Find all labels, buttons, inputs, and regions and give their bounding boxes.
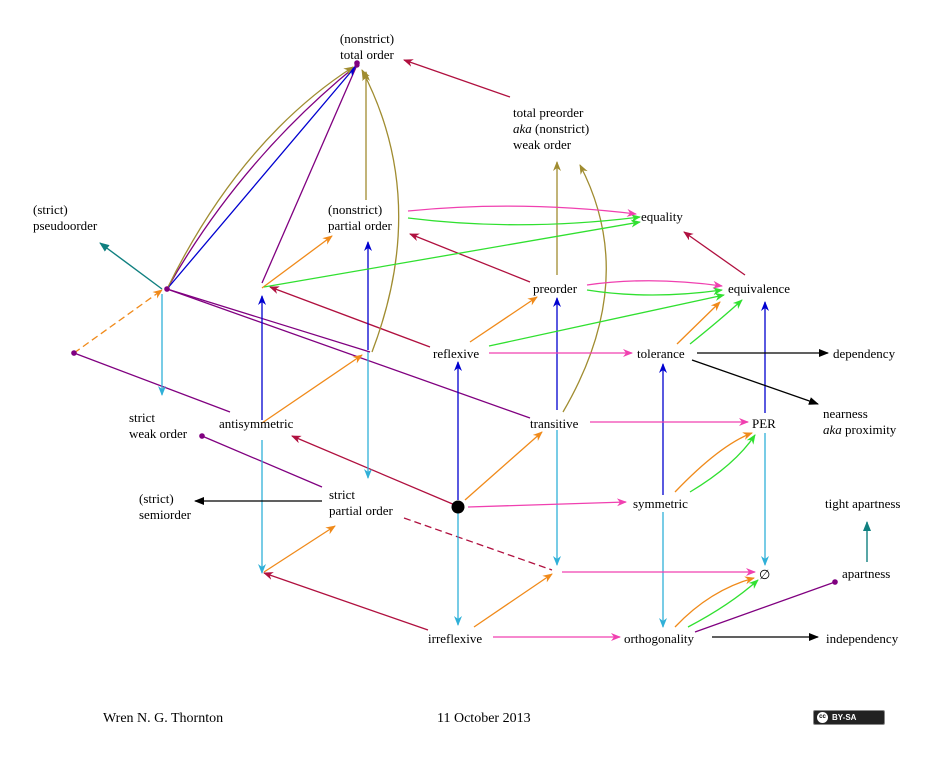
node-strict-weak-order: strict weak order (129, 410, 188, 441)
footer-date: 11 October 2013 (437, 711, 531, 726)
edge-pseudoorder-total-order-olive (166, 66, 354, 290)
edge-pink-center-symmetric (467, 498, 627, 508)
node-antisymmetric: antisymmetric (219, 416, 294, 431)
edge-center-antisymmetric (291, 435, 456, 506)
node-nearness: nearness aka proximity (823, 406, 897, 437)
license-text: BY-SA (832, 713, 857, 722)
edge-orange-lower-left (263, 525, 336, 573)
edge-teal-pseudoorder (99, 242, 163, 290)
edge-orange-ortho-empty (674, 576, 755, 628)
edge-orange-symmetric-per (674, 432, 753, 493)
footer-author: Wren N. G. Thornton (103, 711, 224, 726)
node-equality: equality (641, 209, 683, 224)
edge-equivalence-equality (683, 231, 746, 276)
node-transitive: transitive (530, 416, 579, 431)
node-independency: independency (826, 631, 899, 646)
edge-cyan-total-order-olive (361, 69, 400, 353)
edge-green-symmetric-per (689, 434, 756, 493)
node-tolerance: tolerance (637, 346, 685, 361)
node-symmetric: symmetric (633, 496, 688, 511)
node-preorder: preorder (533, 281, 578, 296)
edge-left-dot-reflexive (74, 352, 360, 353)
edge-left-dot-antisymmetric (71, 350, 231, 413)
edge-orange-antisym-partial (261, 235, 333, 289)
edge-total-order-antisym-dot (261, 62, 360, 284)
edge-pseudoorder-total-order-purple (166, 64, 358, 290)
edge-orange-dashed (73, 289, 163, 354)
node-apartness: apartness (842, 566, 891, 581)
edge-irreflexive-lower-left (263, 572, 429, 631)
node-empty-relation: ∅ (759, 567, 771, 582)
edge-strict-pseudoorder-transitive (164, 286, 531, 419)
edge-pseudoorder-total-order-blue (166, 66, 356, 290)
edge-pink-partial-equality (407, 205, 637, 217)
edge-orange-reflexive-preorder (469, 296, 538, 343)
edge-orthogonality-apartness (694, 579, 838, 633)
node-dot-weak-order (199, 433, 205, 439)
node-dot-left (71, 350, 77, 356)
edge-green-preorder-equiv (586, 287, 723, 296)
aka-italic: aka (823, 422, 842, 437)
node-dot-pseudoorder (164, 286, 170, 292)
edge-green-tolerance-equiv (689, 299, 743, 345)
node-strict-semiorder: (strict) semiorder (139, 491, 191, 522)
node-total-order: (nonstrict) total order (339, 31, 395, 62)
node-equivalence: equivalence (728, 281, 791, 296)
edge-strict-partial-dashed (403, 517, 553, 571)
aka-italic: aka (513, 121, 532, 136)
edge-tolerance-nearness (691, 359, 819, 405)
edge-orange-antisym-cyan (261, 354, 363, 424)
edge-green-ortho-empty (687, 579, 759, 628)
node-dot-apartness (832, 579, 838, 585)
node-full-relation (451, 500, 465, 514)
license-badge[interactable]: cc BY-SA (813, 710, 885, 725)
node-dependency: dependency (833, 346, 896, 361)
node-strict-pseudoorder: (strict) pseudoorder (33, 202, 98, 233)
node-irreflexive: irreflexive (428, 631, 483, 646)
edge-reflexive-antisym-dot (269, 286, 431, 348)
edge-orange-irreflexive (473, 573, 553, 628)
edge-green-partial-equality (407, 214, 641, 226)
creative-commons-icon: cc (817, 712, 828, 723)
edge-pink-preorder-equiv (586, 280, 723, 289)
edge-orange-center-transitive (464, 431, 543, 501)
edge-orange-tolerance-equiv (676, 301, 721, 345)
edge-preorder-partial-order (409, 233, 531, 283)
node-reflexive: reflexive (433, 346, 480, 361)
node-partial-order: (nonstrict) partial order (328, 202, 392, 233)
node-per: PER (752, 416, 776, 431)
node-strict-partial-order: strict partial order (329, 487, 393, 518)
node-total-preorder: total preorder aka (nonstrict) weak orde… (513, 105, 590, 152)
edge-dot-partial-order-purple (166, 288, 371, 353)
edge-green-reflexive-equiv (488, 292, 725, 347)
edge-green-antisym-equality (263, 219, 641, 288)
edge-total-preorder-total-order (403, 59, 511, 98)
node-orthogonality: orthogonality (624, 631, 695, 646)
node-dot-total-order (354, 60, 360, 66)
node-tight-apartness: tight apartness (825, 496, 901, 511)
edge-transitive-total-preorder (562, 164, 607, 413)
